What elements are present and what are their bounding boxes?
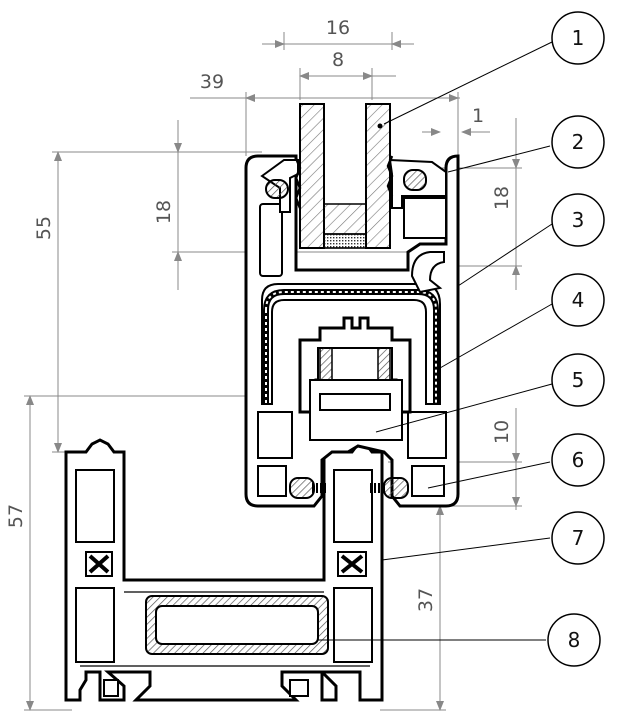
frame-gasket-right — [337, 551, 367, 577]
center-block — [298, 316, 412, 441]
callout-7: 7 — [551, 511, 605, 565]
dimension-labels: 16 8 39 1 55 18 18 10 57 37 — [5, 17, 513, 612]
svg-text:7: 7 — [572, 526, 585, 550]
dimension-lines — [24, 32, 522, 711]
callout-4: 4 — [551, 273, 605, 327]
dim-sash-height: 55 — [33, 216, 55, 240]
svg-text:2: 2 — [572, 130, 585, 154]
svg-text:4: 4 — [572, 288, 585, 312]
callout-2: 2 — [551, 115, 605, 169]
bottom-seals — [289, 477, 409, 499]
sash-reinforcement — [263, 289, 439, 404]
callout-6: 6 — [551, 433, 605, 487]
svg-text:8: 8 — [568, 628, 581, 652]
dim-inner-width: 8 — [332, 49, 344, 71]
svg-text:5: 5 — [572, 368, 585, 392]
callout-5: 5 — [551, 353, 605, 407]
svg-text:6: 6 — [572, 448, 585, 472]
outer-frame-profile — [64, 438, 384, 702]
dim-gap: 1 — [472, 105, 484, 127]
dim-frame-height: 57 — [5, 504, 27, 528]
callout-3: 3 — [551, 193, 605, 247]
callouts: 1 2 3 4 5 6 7 8 — [318, 11, 605, 667]
dim-sash-width: 39 — [200, 71, 224, 93]
reinforcement-steel — [145, 595, 329, 655]
callout-1: 1 — [551, 11, 605, 65]
dim-glass-width: 16 — [326, 17, 350, 39]
svg-text:3: 3 — [572, 208, 585, 232]
glass-pane — [299, 103, 391, 249]
dim-glazing-depth-left: 18 — [153, 200, 175, 224]
frame-gasket-left — [85, 551, 113, 577]
dim-glazing-depth-right: 18 — [491, 186, 513, 210]
dim-overlap: 10 — [491, 420, 513, 444]
callout-8: 8 — [547, 613, 601, 667]
svg-text:1: 1 — [572, 26, 585, 50]
glazing-bead — [260, 155, 447, 294]
dim-frame-depth: 37 — [415, 588, 437, 612]
